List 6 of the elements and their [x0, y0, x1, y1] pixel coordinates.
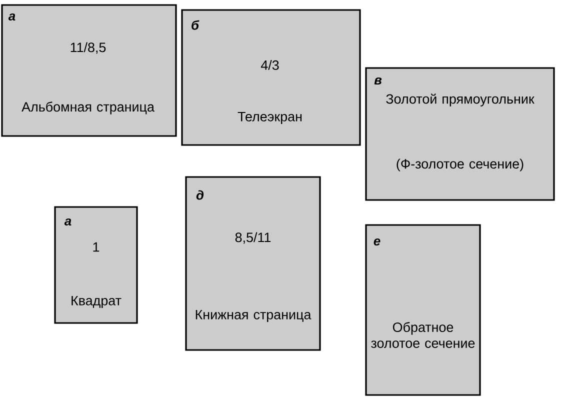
card: д 8,5/11 Книжная страница — [185, 176, 321, 351]
card: а 1 Квадрат — [54, 206, 138, 324]
card: а 11/8,5 Альбомная страница — [1, 4, 177, 137]
card: е Обратное золотое сечение — [365, 224, 481, 396]
card: в Золотой прямоугольник (Ф-золотое сечение) — [365, 67, 555, 201]
card: б 4/3 Телеэкран — [181, 9, 361, 146]
